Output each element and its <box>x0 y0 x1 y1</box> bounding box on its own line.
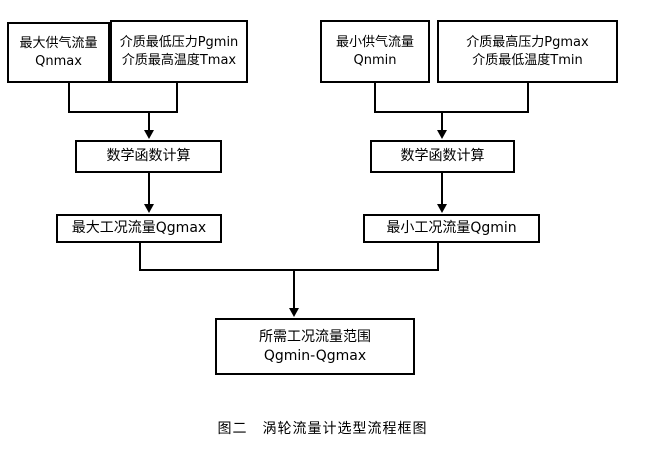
node-math-calc-right-label: 数学函数计算 <box>400 148 485 165</box>
node-required-range-line1: 所需工况流量范围 <box>259 328 371 345</box>
connector-medium-max-down <box>527 83 529 111</box>
node-max-supply-flow: 最大供气流量 Qnmax <box>7 22 110 83</box>
arrow-into-math-calc-left <box>144 130 154 139</box>
figure-caption: 图二 涡轮流量计选型流程框图 <box>217 421 428 437</box>
node-medium-min-pressure-max-temp-line2: 介质最高温度Tmax <box>121 52 237 68</box>
node-min-supply-flow-line1: 最小供气流量 <box>335 34 414 50</box>
connector-left-merge-to-math <box>148 111 150 132</box>
arrow-into-min-working-flow <box>437 204 447 213</box>
connector-max-working-down <box>139 243 141 269</box>
arrow-into-max-working-flow <box>144 204 154 213</box>
node-math-calc-left-label: 数学函数计算 <box>106 148 191 165</box>
connector-min-supply-flow-down <box>374 83 376 111</box>
connector-final-merge-to-range <box>293 269 295 310</box>
node-required-range: 所需工况流量范围 Qgmin-Qgmax <box>215 318 415 375</box>
node-medium-max-pressure-min-temp-line1: 介质最高压力Pgmax <box>466 34 589 50</box>
arrow-into-math-calc-right <box>437 130 447 139</box>
connector-right-merge-bar <box>374 111 529 113</box>
arrow-into-required-range <box>289 308 299 317</box>
connector-right-merge-to-math <box>441 111 443 132</box>
node-max-working-flow: 最大工况流量Qgmax <box>56 214 222 243</box>
node-medium-max-pressure-min-temp-line2: 介质最低温度Tmin <box>472 52 583 68</box>
node-medium-max-pressure-min-temp: 介质最高压力Pgmax 介质最低温度Tmin <box>437 20 618 83</box>
connector-math-left-to-result <box>148 173 150 205</box>
node-math-calc-left: 数学函数计算 <box>75 140 222 173</box>
connector-final-merge-bar <box>139 269 439 271</box>
node-math-calc-right: 数学函数计算 <box>370 140 515 173</box>
node-max-supply-flow-line2: Qnmax <box>35 53 82 69</box>
node-medium-min-pressure-max-temp: 介质最低压力Pgmin 介质最高温度Tmax <box>110 20 248 83</box>
node-min-supply-flow-line2: Qnmin <box>353 52 397 68</box>
connector-left-merge-bar <box>68 111 178 113</box>
connector-math-right-to-result <box>441 173 443 205</box>
node-medium-min-pressure-max-temp-line1: 介质最低压力Pgmin <box>119 34 239 50</box>
connector-min-working-down <box>437 243 439 269</box>
node-max-working-flow-label: 最大工况流量Qgmax <box>71 220 207 237</box>
connector-max-supply-flow-down <box>68 83 70 111</box>
node-min-working-flow: 最小工况流量Qgmin <box>363 214 540 243</box>
connector-medium-min-down <box>176 83 178 111</box>
node-max-supply-flow-line1: 最大供气流量 <box>19 35 98 51</box>
node-required-range-line2: Qgmin-Qgmax <box>263 347 367 364</box>
node-min-supply-flow: 最小供气流量 Qnmin <box>320 20 430 83</box>
node-min-working-flow-label: 最小工况流量Qgmin <box>386 220 517 237</box>
